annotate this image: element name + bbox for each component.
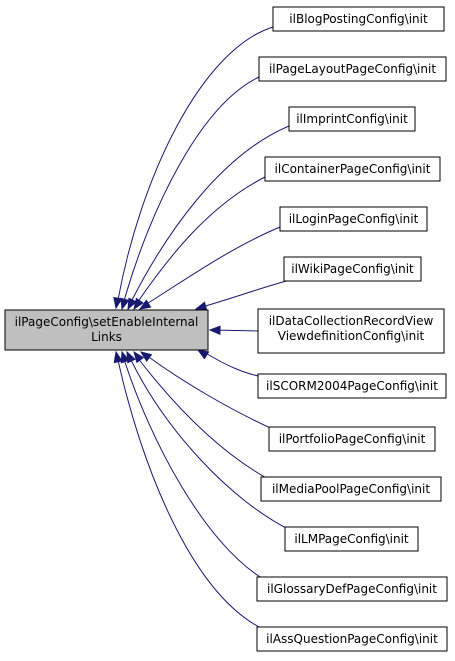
caller-node-box [260,476,442,502]
caller-node-login[interactable]: ilLoginPageConfig\init [279,206,428,232]
caller-node-label: ilAssQuestionPageConfig\init [266,632,438,646]
caller-node-box [257,308,445,354]
edge-assquestion [117,359,266,631]
caller-node-label: ilWikiPageConfig\init [291,262,414,276]
edge-lm [129,357,291,531]
caller-node-assquestion[interactable]: ilAssQuestionPageConfig\init [256,626,448,652]
caller-node-label: ilMediaPoolPageConfig\init [272,482,430,496]
arrowhead-assquestion [113,350,123,364]
arrowhead-lm [126,350,136,364]
arrowhead-container [133,297,144,311]
caller-node-label: ilBlogPostingConfig\init [289,12,428,26]
caller-node-box [279,206,428,232]
caller-node-label: ilGlossaryDefPageConfig\init [267,582,437,596]
edge-wiki [201,279,291,308]
edge-scorm [203,351,263,378]
arrowhead-portfolio [139,351,153,363]
caller-node-imprint[interactable]: ilImprintConfig\init [288,106,416,132]
caller-node-scorm[interactable]: ilSCORM2004PageConfig\init [257,373,447,399]
edge-container [136,176,266,304]
caller-node-label: ilSCORM2004PageConfig\init [266,379,438,393]
caller-node-box [268,426,436,452]
caller-node-box [284,526,419,552]
main-node-label-line-1: ilPageConfig\setEnableInternal [15,315,199,329]
caller-node-box [264,156,441,182]
edge-pagelayout [123,76,260,302]
caller-node-label: ilLMPageConfig\init [294,532,409,546]
caller-nodes: ilBlogPostingConfig\init ilPageLayoutPage… [256,6,448,652]
arrowhead-mediapool [133,350,145,364]
edge-login [144,226,281,306]
caller-node-label: ilLoginPageConfig\init [289,212,419,226]
main-node-box [4,309,209,351]
caller-node-box [257,373,447,399]
arrowhead-wiki [194,301,208,311]
arrowhead-glossary [120,350,130,364]
caller-node-label: ilPageLayoutPageConfig\init [269,62,436,76]
caller-node-glossary[interactable]: ilGlossaryDefPageConfig\init [256,576,448,602]
caller-node-portfolio[interactable]: ilPortfolioPageConfig\init [268,426,436,452]
caller-node-label: ilPortfolioPageConfig\init [279,432,426,446]
edge-imprint [130,125,290,303]
caller-node-label: ilContainerPageConfig\init [275,162,431,176]
caller-node-box [256,626,448,652]
caller-node-box [283,256,422,282]
caller-node-wiki[interactable]: ilWikiPageConfig\init [283,256,422,282]
caller-node-lm[interactable]: ilLMPageConfig\init [284,526,419,552]
arrowhead-blog [113,296,123,310]
caller-node-datacollection[interactable]: ilDataCollectionRecordViewViewdefinition… [257,308,445,354]
main-node-label-line-2: Links [91,330,122,344]
edge-blog [117,26,274,301]
arrowhead-login [138,299,152,310]
arrowhead-imprint [127,297,137,311]
edge-mediapool [136,356,271,481]
arrowhead-datacollection [208,325,221,335]
caller-node-box [288,106,416,132]
caller-node-pagelayout[interactable]: ilPageLayoutPageConfig\init [258,56,447,82]
caller-node-box [272,6,445,32]
edge-portfolio [145,354,276,431]
caller-node-label: ilDataCollectionRecordView [269,314,434,328]
caller-node-label: ViewdefinitionConfig\init [278,329,425,343]
caller-node-label: ilImprintConfig\init [296,112,408,126]
main-node[interactable]: ilPageConfig\setEnableInternal Links [4,309,209,351]
caller-node-mediapool[interactable]: ilMediaPoolPageConfig\init [260,476,442,502]
caller-node-blog[interactable]: ilBlogPostingConfig\init [272,6,445,32]
caller-node-box [256,576,448,602]
edge-glossary [123,358,266,581]
caller-node-container[interactable]: ilContainerPageConfig\init [264,156,441,182]
arrowhead-pagelayout [120,297,130,311]
edges-layer [113,26,291,631]
arrowhead-scorm [196,349,210,360]
caller-node-box [258,56,447,82]
